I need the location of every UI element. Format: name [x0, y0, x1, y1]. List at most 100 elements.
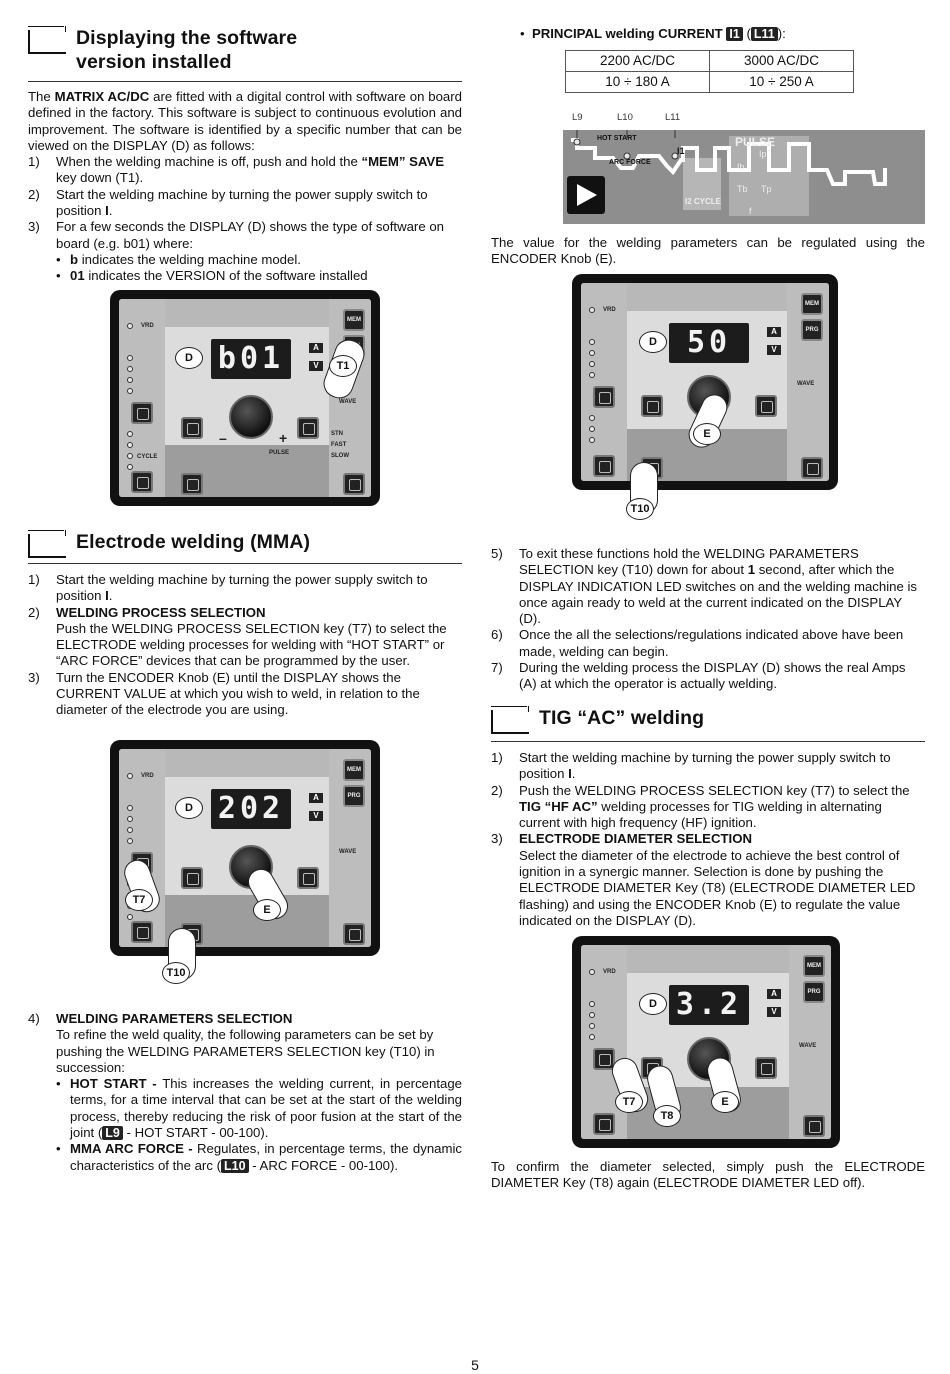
volt-indicator: V — [767, 345, 781, 355]
table-cell: 10 ÷ 180 A — [565, 71, 710, 93]
led-tag-l9: L9 — [102, 1126, 123, 1141]
prg-key[interactable]: PRG — [801, 319, 823, 341]
i1-tag: I1 — [726, 27, 743, 41]
electrode-diameter-key[interactable] — [641, 395, 663, 417]
amp-indicator: A — [309, 343, 323, 353]
software-version-body: The MATRIX AC/DC are fitted with a digit… — [28, 89, 462, 285]
section-title: TIG “AC” welding — [539, 707, 705, 729]
callout-t1: T1 — [329, 355, 357, 377]
volt-indicator: V — [309, 361, 323, 371]
encoder-paragraph: The value for the welding parameters can… — [491, 235, 925, 267]
current-range-table: 2200 AC/DC 3000 AC/DC 10 ÷ 180 A 10 ÷ 25… — [565, 50, 854, 93]
section-title: Electrode welding (MMA) — [76, 531, 311, 553]
pulse-key[interactable] — [343, 473, 365, 495]
prg-key[interactable]: PRG — [343, 785, 365, 807]
list-item: 3) Turn the ENCODER Knob (E) until the D… — [28, 669, 420, 718]
control-panel-figure-1: b01 A V VRD CYCLE – + MEM PRG WAVE STN F… — [110, 290, 380, 506]
wave-key[interactable] — [297, 417, 319, 439]
list-item: 3) For a few seconds the DISPLAY (D) sho… — [28, 219, 444, 251]
callout-t10: T10 — [626, 498, 654, 520]
fig-i2-cycle: I2 CYCLE — [685, 197, 722, 206]
intro-paragraph: The MATRIX AC/DC are fitted with a digit… — [28, 89, 462, 153]
callout-d: D — [175, 797, 203, 819]
confirm-paragraph: To confirm the diameter selected, simply… — [491, 1159, 925, 1191]
pulse-label: PULSE — [269, 450, 290, 456]
bullet-item: •01 indicates the VERSION of the softwar… — [56, 268, 368, 284]
process-key[interactable] — [593, 1048, 615, 1070]
mem-key[interactable]: MEM — [803, 955, 825, 977]
display: b01 — [211, 339, 291, 379]
section-box-icon — [28, 26, 66, 54]
list-item: 2) Start the welding machine by turning … — [28, 186, 428, 219]
mem-key[interactable]: MEM — [801, 293, 823, 315]
fig-f: f — [749, 206, 752, 216]
callout-e: E — [711, 1091, 739, 1113]
encoder-knob[interactable] — [229, 395, 273, 439]
pulse-key[interactable] — [803, 1115, 825, 1137]
fig-tp: Tp — [761, 184, 772, 194]
section-box-icon — [491, 706, 529, 734]
pulse-key[interactable] — [801, 457, 823, 479]
amp-indicator: A — [309, 793, 323, 803]
vrd-label: VRD — [141, 323, 154, 329]
fig-ip: Ip — [759, 149, 767, 159]
section-header-mma: Electrode welding (MMA) — [28, 530, 462, 564]
list-item: 2) Push the WELDING PROCESS SELECTION ke… — [491, 782, 910, 831]
amp-indicator: A — [767, 989, 781, 999]
callout-d: D — [639, 331, 667, 353]
list-item: 5) To exit these functions hold the WELD… — [491, 546, 917, 627]
welding-parameters-key[interactable] — [181, 473, 203, 495]
volt-indicator: V — [309, 811, 323, 821]
fig-label-l11: L11 — [665, 112, 680, 123]
mode-key[interactable] — [593, 1113, 615, 1135]
cycle-label: CYCLE — [137, 454, 158, 460]
mode-key[interactable] — [131, 471, 153, 493]
fig-arc-force: ARC FORCE — [609, 159, 651, 166]
mem-key[interactable]: MEM — [343, 759, 365, 781]
wave-label: WAVE — [799, 1043, 817, 1049]
process-key[interactable] — [593, 386, 615, 408]
title-line-1: Displaying the software — [76, 27, 298, 49]
callout-t10: T10 — [162, 962, 190, 984]
process-key[interactable] — [131, 402, 153, 424]
pulse-key[interactable] — [343, 923, 365, 945]
vrd-label: VRD — [603, 307, 616, 313]
vrd-label: VRD — [141, 773, 154, 779]
table-cell: 10 ÷ 250 A — [709, 71, 854, 93]
exit-functions-body: 5) To exit these functions hold the WELD… — [491, 546, 925, 693]
wave-key[interactable] — [755, 1057, 777, 1079]
fig-hot-start: HOT START — [597, 135, 637, 142]
fast-label: FAST — [331, 442, 347, 448]
electrode-diameter-key[interactable] — [181, 417, 203, 439]
mode-key[interactable] — [593, 455, 615, 477]
wave-key[interactable] — [297, 867, 319, 889]
tig-ac-body: 1) Start the welding machine by turning … — [491, 750, 925, 929]
list-item: 6) Once the all the selections/regulatio… — [491, 627, 904, 659]
volt-indicator: V — [767, 1007, 781, 1017]
mode-key[interactable] — [131, 921, 153, 943]
fig-ib: Ib — [737, 162, 745, 172]
list-item: 1) Start the welding machine by turning … — [28, 572, 428, 604]
callout-t7: T7 — [125, 889, 153, 911]
fig-pulse: PULSE — [735, 135, 775, 149]
wave-label: WAVE — [797, 381, 815, 387]
mem-key[interactable]: MEM — [343, 309, 365, 331]
prg-key[interactable]: PRG — [803, 981, 825, 1003]
stn-label: STN — [331, 431, 343, 437]
table-cell: 3000 AC/DC — [709, 50, 854, 72]
callout-e: E — [693, 423, 721, 445]
led-tag-l10: L10 — [220, 1158, 249, 1173]
electrode-diameter-key[interactable] — [181, 867, 203, 889]
title-line-2: version installed — [76, 51, 232, 73]
vrd-label: VRD — [603, 969, 616, 975]
callout-d: D — [639, 993, 667, 1015]
table-cell: 2200 AC/DC — [565, 50, 710, 72]
table-row: 10 ÷ 180 A 10 ÷ 250 A — [565, 71, 854, 93]
wave-label: WAVE — [339, 849, 357, 855]
section-header-tig-ac: TIG “AC” welding — [491, 706, 925, 742]
section-title: Displaying the software version installe… — [76, 26, 297, 74]
callout-t8: T8 — [653, 1105, 681, 1127]
wave-key[interactable] — [755, 395, 777, 417]
list-item: 1) Start the welding machine by turning … — [491, 750, 891, 782]
